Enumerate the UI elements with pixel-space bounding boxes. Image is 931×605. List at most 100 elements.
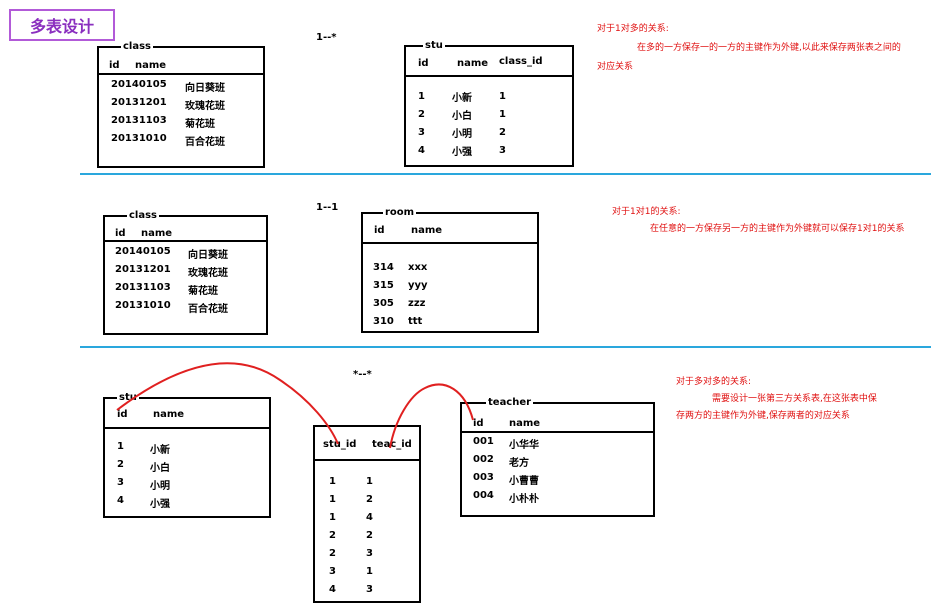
note-many-to-many-body-2: 存两方的主键作为外键,保存两者的对应关系: [676, 411, 850, 421]
col-header-class-id: class_id: [499, 56, 543, 67]
col-header-name: name: [141, 228, 173, 239]
cell-name: 百合花班: [188, 304, 228, 315]
col-header-id: id: [109, 60, 120, 71]
col-header-name: name: [411, 225, 443, 236]
cell-teac-id: 2: [366, 530, 373, 541]
section-separator: [80, 173, 931, 175]
relation-label-one-to-many: 1--*: [316, 32, 337, 43]
col-header-name: name: [135, 60, 167, 71]
header-divider: [105, 240, 266, 242]
cell-id: 314: [373, 262, 394, 273]
page-title: 多表设计: [29, 17, 94, 36]
col-header-id: id: [473, 418, 484, 429]
cell-id: 3: [117, 477, 124, 488]
cell-name: 小白: [150, 463, 170, 474]
link-table: stu_id teac_id 1 1 1 2 1 4 2 2 2 3 3 1 4…: [313, 425, 421, 603]
col-header-teac-id: teac_id: [372, 439, 412, 450]
cell-name: 小新: [150, 445, 170, 456]
cell-class-id: 3: [499, 145, 506, 156]
note-many-to-many-body: 需要设计一张第三方关系表,在这张表中保: [712, 394, 877, 404]
cell-name: 小华华: [509, 440, 539, 451]
cell-name: 小强: [150, 499, 170, 510]
col-header-id: id: [374, 225, 385, 236]
cell-id: 2: [117, 459, 124, 470]
cell-id: 004: [473, 490, 494, 501]
cell-id: 002: [473, 454, 494, 465]
cell-teac-id: 2: [366, 494, 373, 505]
header-divider: [99, 73, 263, 75]
cell-name: 小朴朴: [509, 494, 539, 505]
cell-name: 向日葵班: [185, 83, 225, 94]
cell-id: 315: [373, 280, 394, 291]
cell-id: 20131010: [115, 300, 171, 311]
cell-id: 4: [418, 145, 425, 156]
cell-id: 20131103: [115, 282, 171, 293]
cell-name: 小强: [452, 147, 472, 158]
cell-name: 玫瑰花班: [185, 101, 225, 112]
note-one-to-many-heading: 对于1对多的关系:: [597, 24, 669, 34]
stu-to-link-curve: [116, 362, 339, 445]
col-header-name: name: [457, 58, 489, 69]
teacher-table: teacher id name 001 小华华 002 老方 003 小曹曹 0…: [460, 396, 655, 517]
page-title-box: 多表设计: [9, 9, 115, 41]
cell-id: 2: [418, 109, 425, 120]
cell-id: 003: [473, 472, 494, 483]
cell-teac-id: 1: [366, 476, 373, 487]
header-divider: [105, 427, 269, 429]
cell-teac-id: 1: [366, 566, 373, 577]
cell-class-id: 2: [499, 127, 506, 138]
cell-name: zzz: [408, 298, 426, 309]
table-name: room: [383, 206, 417, 220]
cell-id: 20131201: [111, 97, 167, 108]
cell-id: 20140105: [111, 79, 167, 90]
cell-id: 310: [373, 316, 394, 327]
cell-name: 小白: [452, 111, 472, 122]
cell-stu-id: 2: [329, 548, 336, 559]
class-table-2: class id name 20140105 向日葵班 20131201 玫瑰花…: [103, 209, 268, 335]
table-name: teacher: [486, 396, 534, 410]
room-table: room id name 314 xxx 315 yyy 305 zzz 310…: [361, 206, 539, 333]
cell-name: 百合花班: [185, 137, 225, 148]
cell-id: 1: [117, 441, 124, 452]
note-one-to-many-body: 在多的一方保存一的一方的主键作为外键,以此来保存两张表之间的: [637, 43, 901, 53]
cell-id: 20131103: [111, 115, 167, 126]
cell-id: 305: [373, 298, 394, 309]
header-divider: [406, 75, 572, 77]
col-header-id: id: [117, 409, 128, 420]
cell-id: 001: [473, 436, 494, 447]
cell-teac-id: 3: [366, 548, 373, 559]
cell-teac-id: 3: [366, 584, 373, 595]
col-header-id: id: [115, 228, 126, 239]
table-name: class: [127, 209, 160, 223]
cell-name: 小新: [452, 93, 472, 104]
cell-name: yyy: [408, 280, 428, 291]
table-name: class: [121, 40, 154, 54]
class-table-1: class id name 20140105 向日葵班 20131201 玫瑰花…: [97, 40, 265, 168]
cell-id: 20140105: [115, 246, 171, 257]
cell-id: 20131201: [115, 264, 171, 275]
relation-label-one-to-one: 1--1: [316, 202, 339, 213]
cell-stu-id: 1: [329, 512, 336, 523]
cell-name: 菊花班: [185, 119, 215, 130]
col-header-name: name: [153, 409, 185, 420]
stu-table-3: stu id name 1 小新 2 小白 3 小明 4 小强: [103, 391, 271, 518]
note-one-to-one-body: 在任意的一方保存另一方的主键作为外键就可以保存1对1的关系: [650, 224, 905, 234]
cell-stu-id: 3: [329, 566, 336, 577]
cell-name: xxx: [408, 262, 428, 273]
col-header-name: name: [509, 418, 541, 429]
header-divider: [462, 431, 653, 433]
header-divider: [315, 459, 419, 461]
table-name: stu: [117, 391, 139, 405]
cell-class-id: 1: [499, 91, 506, 102]
relation-label-many-to-many: *--*: [353, 369, 372, 380]
cell-name: ttt: [408, 316, 423, 327]
cell-name: 小明: [150, 481, 170, 492]
cell-name: 菊花班: [188, 286, 218, 297]
cell-stu-id: 1: [329, 476, 336, 487]
cell-name: 小曹曹: [509, 476, 539, 487]
cell-class-id: 1: [499, 109, 506, 120]
cell-teac-id: 4: [366, 512, 373, 523]
cell-name: 向日葵班: [188, 250, 228, 261]
note-one-to-one-heading: 对于1对1的关系:: [612, 207, 681, 217]
